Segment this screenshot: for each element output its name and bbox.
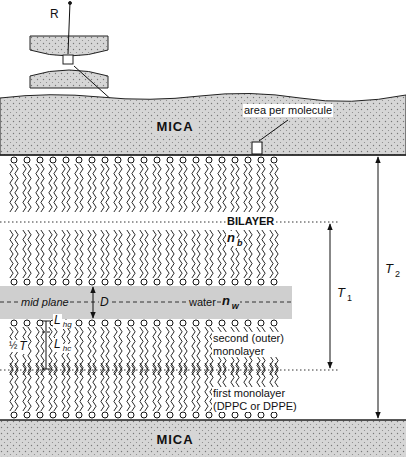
callout-label: area per molecule [243,104,333,117]
material-label: MICA [153,432,196,447]
plane-label: mid plane [20,296,70,309]
mica-band [0,93,406,155]
dimension-label: ½ [8,340,18,352]
lipid-molecules [10,157,278,418]
mica-band [0,420,406,457]
refractive-index: n [226,231,236,246]
layer-label: BILAYER [226,215,275,228]
subscript: w [231,301,240,311]
dimension-label: T [336,286,346,301]
subscript: b [236,238,244,248]
dimension-label: L [53,338,62,352]
layer-label: water [188,296,217,309]
layer-label: second (outer) monolayer [212,332,306,357]
mica-band: MICA [0,421,350,457]
subscript: 1 [346,293,353,303]
dimension-label: L [53,314,62,328]
water-layer [0,286,292,319]
radius-label: R [50,8,59,22]
dimension-label: T [18,340,27,354]
material-label: MICA [153,119,196,134]
layer-label: first monolayer (DPPC or DPPE) [212,387,312,412]
dimension-label: T [384,262,394,277]
refractive-index: n [221,294,231,309]
t2-arrow [378,157,379,418]
t1-arrow [330,224,331,368]
d-arrow [93,287,94,318]
dimension-label: D [99,296,110,310]
subscript: hg [62,320,73,329]
subscript: hc [62,344,72,353]
subscript: 2 [394,269,401,279]
